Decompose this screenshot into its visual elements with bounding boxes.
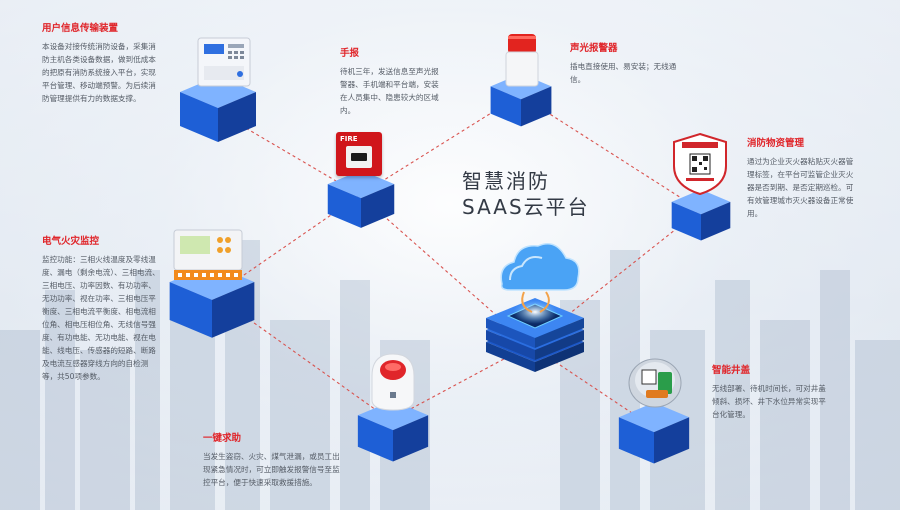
block-title: 手报 [340, 48, 360, 59]
block-sound-light-alarm: 声光报警器 插电直接使用、易安装；无线通信。 [570, 40, 680, 86]
pedestal-cube-manual-alarm [327, 170, 395, 228]
cloud-platform-icon [486, 243, 584, 372]
block-title: 电气火灾监控 [42, 236, 100, 247]
manhole-sensor-icon [628, 358, 682, 408]
pedestal-cube-one-key-help [357, 400, 429, 462]
city-skyline-background [0, 240, 900, 510]
block-electrical-fire: 电气火灾监控 监控功能：三相火线温度及零线温度、漏电（剩余电流）、三相电流、三相… [42, 233, 162, 383]
platform-title-line1: 智慧消防 [462, 169, 550, 193]
platform-title: 智慧消防 SAAS云平台 [462, 168, 590, 220]
block-desc: 监控功能：三相火线温度及零线温度、漏电（剩余电流）、三相电流、三相电压、功率因数… [42, 255, 160, 381]
block-desc: 无线部署、待机时间长，可对井盖倾斜、损坏、井下水位异常实现平台化管理。 [712, 384, 826, 419]
pedestal-cube-smart-manhole [618, 402, 690, 464]
transmission-device-icon [197, 37, 251, 87]
block-smart-manhole: 智能井盖 无线部署、待机时间长，可对井盖倾斜、损坏、井下水位异常实现平台化管理。 [712, 362, 832, 421]
block-one-key-help: 一键求助 当发生盗窃、火灾、煤气泄漏，或员工出现紧急情况时，可立即触发报警信号至… [203, 430, 343, 489]
block-title: 一键求助 [203, 433, 242, 444]
block-title: 智能井盖 [712, 365, 751, 376]
fire-alarm-button-icon: FIRE [336, 132, 382, 176]
block-desc: 插电直接使用、易安装；无线通信。 [570, 62, 677, 84]
sound-light-alarm-icon [505, 34, 539, 87]
block-title: 消防物资管理 [747, 138, 805, 149]
block-title: 用户信息传输装置 [42, 23, 119, 34]
block-desc: 待机三年，发送信息至声光报警器、手机端和平台端，安装在人员集中、隐患较大的区域内… [340, 67, 439, 115]
electrical-monitor-icon [173, 229, 243, 280]
block-extinguisher-mgmt: 消防物资管理 通过为企业灭火器粘贴灭火器管理标签，在平台可监管企业灭火器是否到期… [747, 135, 857, 220]
extinguisher-label-icon [673, 132, 727, 196]
fire-label: FIRE [340, 135, 358, 143]
pedestal-cube-extinguisher [671, 189, 731, 241]
sos-button-icon [371, 353, 415, 411]
block-desc: 本设备对接传统消防设备，采集消防主机各类设备数据，做到低成本的把原有消防系统接入… [42, 42, 156, 103]
block-manual-alarm: 手报 待机三年，发送信息至声光报警器、手机端和平台端，安装在人员集中、隐患较大的… [340, 45, 446, 117]
block-title: 声光报警器 [570, 43, 618, 54]
pedestal-cube-electrical-fire [169, 264, 255, 338]
block-desc: 通过为企业灭火器粘贴灭火器管理标签，在平台可监管企业灭火器是否到期、是否定期巡检… [747, 157, 854, 218]
block-desc: 当发生盗窃、火灾、煤气泄漏，或员工出现紧急情况时，可立即触发报警信号至监控平台，… [203, 452, 340, 487]
platform-title-line2: SAAS云平台 [462, 195, 590, 219]
block-user-transmission: 用户信息传输装置 本设备对接传统消防设备，采集消防主机各类设备数据，做到低成本的… [42, 20, 162, 105]
